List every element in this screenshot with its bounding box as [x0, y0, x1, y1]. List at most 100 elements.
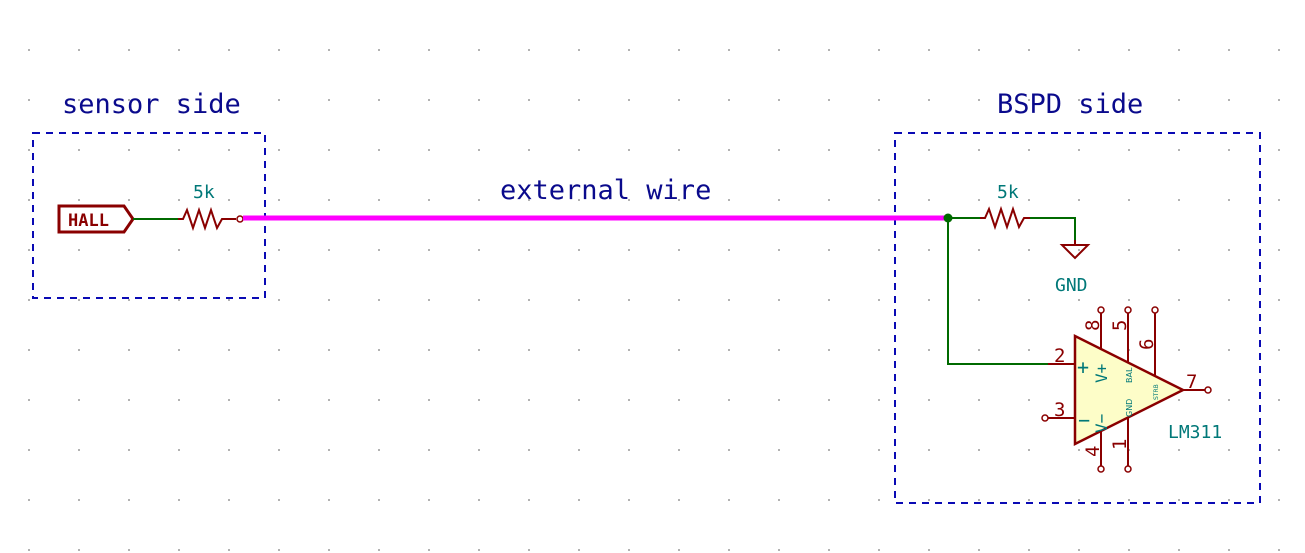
- grid-dot: [278, 449, 280, 451]
- grid-dot: [1228, 399, 1230, 401]
- grid-dot: [478, 149, 480, 151]
- pin-5-end: [1124, 306, 1132, 314]
- grid-dot: [628, 399, 630, 401]
- grid-dot: [778, 449, 780, 451]
- grid-dot: [828, 449, 830, 451]
- grid-dot: [478, 449, 480, 451]
- grid-dot: [678, 149, 680, 151]
- grid-dot: [578, 399, 580, 401]
- grid-dot: [478, 249, 480, 251]
- grid-dot: [478, 349, 480, 351]
- grid-dot: [878, 49, 880, 51]
- grid-dot: [178, 49, 180, 51]
- grid-dot: [1178, 299, 1180, 301]
- grid-dot: [128, 299, 130, 301]
- grid-dot: [628, 199, 630, 201]
- grid-dot: [1178, 399, 1180, 401]
- wire-resistor-to-gnd[interactable]: [1030, 217, 1076, 240]
- grid-dot: [1028, 499, 1030, 501]
- grid-dot: [78, 49, 80, 51]
- grid-dot: [178, 549, 180, 551]
- grid-dot: [628, 499, 630, 501]
- grid-dot: [1278, 299, 1280, 301]
- grid-dot: [28, 399, 30, 401]
- grid-dot: [128, 249, 130, 251]
- grid-dot: [1178, 249, 1180, 251]
- grid-dot: [178, 149, 180, 151]
- grid-dot: [928, 199, 930, 201]
- grid-dot: [1078, 499, 1080, 501]
- grid-dot: [578, 199, 580, 201]
- grid-dot: [178, 249, 180, 251]
- grid-dot: [78, 399, 80, 401]
- grid-dot: [528, 449, 530, 451]
- pin-7-end: [1204, 386, 1212, 394]
- grid-dot: [878, 299, 880, 301]
- grid-dot: [1128, 199, 1130, 201]
- pin-6-end: [1151, 306, 1159, 314]
- grid-dot: [228, 299, 230, 301]
- grid-dot: [578, 549, 580, 551]
- grid-dot: [928, 249, 930, 251]
- pin-4-end: [1097, 465, 1105, 473]
- grid-dot: [978, 249, 980, 251]
- grid-dot: [28, 349, 30, 351]
- grid-dot: [278, 99, 280, 101]
- grid-dot: [428, 549, 430, 551]
- grid-dot: [528, 399, 530, 401]
- grid-dot: [1228, 149, 1230, 151]
- grid-dot: [1128, 99, 1130, 101]
- grid-dot: [278, 149, 280, 151]
- grid-dot: [878, 249, 880, 251]
- grid-dot: [628, 299, 630, 301]
- grid-dot: [778, 549, 780, 551]
- pin-4-number: 4: [1082, 446, 1104, 457]
- grid-dot: [378, 349, 380, 351]
- grid-dot: [378, 399, 380, 401]
- grid-dot: [178, 199, 180, 201]
- pin-8-end: [1097, 306, 1105, 314]
- pin-1-number: 1: [1109, 439, 1131, 450]
- hall-port-outline: [57, 204, 135, 234]
- grid-dot: [1028, 399, 1030, 401]
- hall-port[interactable]: HALL: [57, 204, 135, 234]
- gnd-pin-label: GND: [1125, 399, 1134, 417]
- grid-dot: [1178, 349, 1180, 351]
- grid-dot: [1178, 449, 1180, 451]
- external-wire-label: external wire: [500, 175, 711, 206]
- grid-dot: [478, 99, 480, 101]
- input-minus-sign: −: [1078, 408, 1090, 432]
- grid-dot: [1228, 249, 1230, 251]
- grid-dot: [428, 149, 430, 151]
- grid-dot: [128, 49, 130, 51]
- grid-dot: [878, 549, 880, 551]
- wire-junction-to-comparator[interactable]: [947, 218, 1075, 365]
- grid-dot: [628, 99, 630, 101]
- pin-2-number: 2: [1054, 345, 1065, 367]
- vminus-label: V−: [1092, 414, 1111, 433]
- grid-dot: [528, 199, 530, 201]
- grid-dot: [1028, 49, 1030, 51]
- grid-dot: [328, 299, 330, 301]
- grid-dot: [978, 349, 980, 351]
- grid-dot: [1278, 149, 1280, 151]
- grid-dot: [528, 149, 530, 151]
- ground-symbol[interactable]: [1059, 240, 1091, 260]
- grid-dot: [428, 499, 430, 501]
- resistor-sensor-symbol[interactable]: [178, 206, 228, 232]
- grid-dot: [1278, 199, 1280, 201]
- grid-dot: [378, 49, 380, 51]
- grid-dot: [228, 199, 230, 201]
- resistor-sensor-pin-end: [236, 215, 244, 223]
- resistor-bspd-symbol[interactable]: [980, 205, 1030, 231]
- grid-dot: [828, 549, 830, 551]
- grid-dot: [378, 199, 380, 201]
- lm311-comparator[interactable]: 2 3 7 8 5 6 4 1 + − V+ V− GND BAL STRB: [1041, 306, 1212, 473]
- grid-dot: [478, 199, 480, 201]
- grid-dot: [1278, 99, 1280, 101]
- grid-dot: [178, 399, 180, 401]
- grid-dot: [278, 399, 280, 401]
- grid-dot: [428, 249, 430, 251]
- grid-dot: [278, 299, 280, 301]
